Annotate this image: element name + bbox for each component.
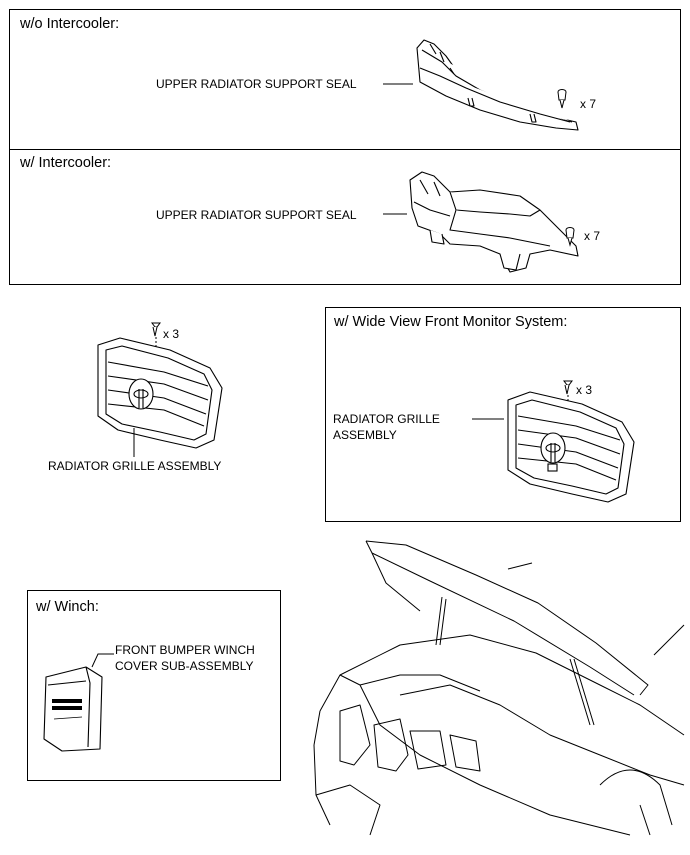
panel-wide-view-front-monitor: w/ Wide View Front Monitor System: RADIA…: [325, 307, 681, 522]
panel-wo-intercooler: w/o Intercooler: UPPER RADIATOR SUPPORT …: [9, 9, 681, 150]
vehicle-hood-open-illustration: [313, 540, 685, 836]
part-label: RADIATOR GRILLE: [333, 412, 440, 426]
quantity-label: x 7: [584, 229, 601, 243]
panel-w-intercooler: w/ Intercooler: UPPER RADIATOR SUPPORT S…: [9, 149, 681, 285]
part-label: RADIATOR GRILLE ASSEMBLY: [48, 459, 222, 473]
radiator-grille-camera-illustration: [472, 380, 635, 503]
panel-winch: w/ Winch: FRONT BUMPER WINCH COVER SUB-A…: [27, 590, 281, 781]
radiator-grille-illustration: [97, 322, 223, 457]
part-label: ASSEMBLY: [333, 428, 397, 442]
quantity-label: x 3: [163, 327, 180, 341]
front-bumper-winch-cover-illustration: [43, 653, 114, 752]
panel-heading: w/ Intercooler:: [20, 155, 112, 171]
quantity-label: x 3: [576, 383, 593, 397]
panel-heading: w/ Wide View Front Monitor System:: [334, 314, 568, 330]
panel-heading: w/o Intercooler:: [20, 16, 120, 32]
quantity-label: x 7: [580, 97, 597, 111]
part-label: UPPER RADIATOR SUPPORT SEAL: [156, 208, 357, 222]
part-label: UPPER RADIATOR SUPPORT SEAL: [156, 77, 357, 91]
upper-radiator-support-seal-intercooler-illustration: [383, 171, 579, 273]
upper-radiator-support-seal-illustration: [383, 39, 579, 131]
panel-heading: w/ Winch:: [36, 599, 99, 615]
part-label: COVER SUB-ASSEMBLY: [115, 659, 254, 673]
part-label: FRONT BUMPER WINCH: [115, 643, 255, 657]
